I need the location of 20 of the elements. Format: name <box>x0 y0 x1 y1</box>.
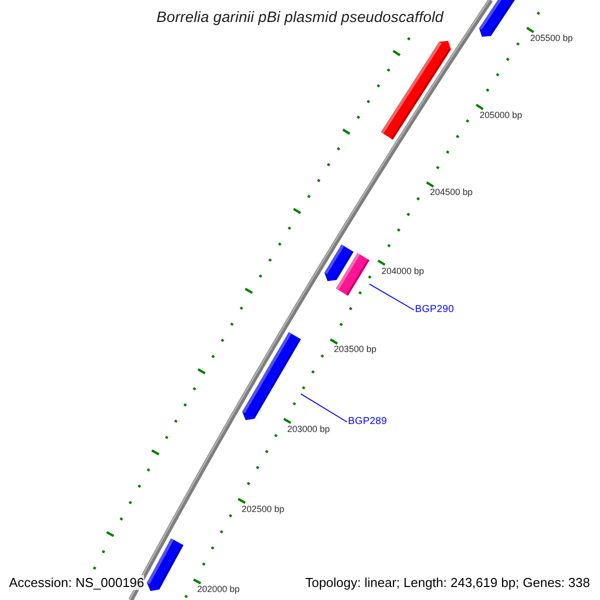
gene-arrow <box>242 332 301 420</box>
gene-arrow <box>146 538 184 591</box>
gene-arrow <box>479 0 515 37</box>
diagram-title: Borrelia garinii pBi plasmid pseudoscaffold <box>156 9 444 26</box>
gene-arrow <box>380 40 451 140</box>
accession-text: Accession: NS_000196 <box>9 575 144 590</box>
scale-label: 205000 bp <box>480 110 522 121</box>
genome-summary-text: Topology: linear; Length: 243,619 bp; Genes: 338 <box>305 575 590 590</box>
leader-line <box>300 393 348 422</box>
scale-label: 202500 bp <box>242 504 284 515</box>
scale-label: 204500 bp <box>430 187 473 198</box>
scale-label: 203000 bp <box>287 424 330 435</box>
scale-label: 202000 bp <box>197 584 240 596</box>
scale-label: 204000 bp <box>381 266 424 277</box>
gene-label: BGP289 <box>348 416 388 428</box>
leader-line <box>368 284 414 310</box>
gene-block <box>336 252 370 296</box>
scale-label: 203500 bp <box>334 344 376 356</box>
scale-label: 205500 bp <box>530 32 573 44</box>
gene-label: BGP290 <box>415 304 454 316</box>
